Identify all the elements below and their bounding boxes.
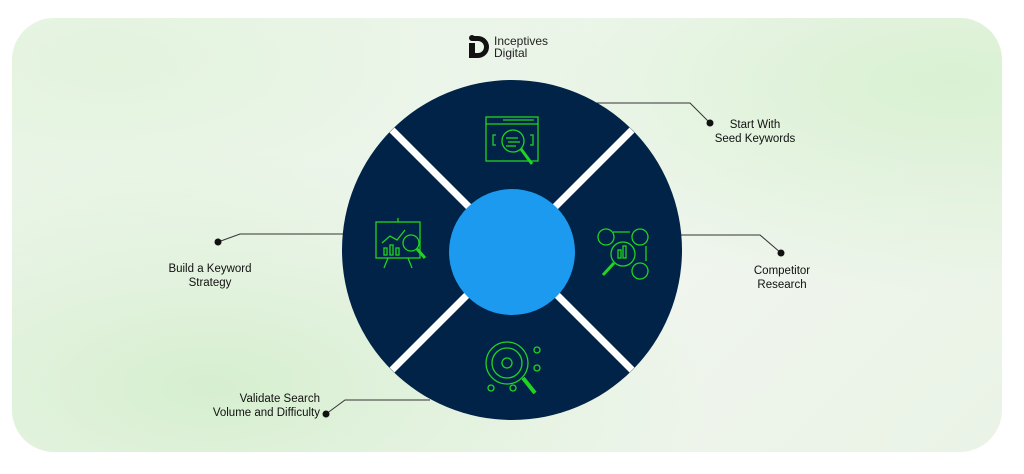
connectors: [217, 102, 782, 415]
connector-dot: [214, 238, 222, 246]
connector-seed: [590, 102, 711, 124]
logo-mark-icon: [469, 35, 489, 58]
presentation-chart-icon: [375, 218, 427, 269]
label-line: Volume and Difficulty: [212, 407, 320, 419]
brand-name-line2: Digital: [494, 46, 528, 60]
browser-search-icon: [485, 116, 539, 165]
label-line: Competitor: [753, 265, 811, 277]
users-analytics-search-icon: [597, 228, 649, 280]
connector-validate: [325, 399, 430, 415]
step-seed-keywords-label: Start With Seed Keywords: [700, 118, 810, 146]
step-keyword-strategy-label: Build a Keyword Strategy: [150, 262, 270, 290]
label-line: Validate Search: [239, 393, 320, 405]
brand-name-line1: Inceptives: [494, 34, 549, 48]
target-search-icon: [485, 341, 541, 395]
connector-dot: [322, 410, 330, 418]
connector-dot: [777, 249, 785, 257]
label-line: Strategy: [188, 277, 232, 289]
center-circle: [449, 189, 575, 315]
label-line: Build a Keyword: [168, 263, 252, 275]
step-competitor-research-label: Competitor Research: [730, 264, 834, 292]
connector-dot: [706, 119, 714, 127]
connector-strategy: [217, 233, 343, 243]
connector-competitor: [680, 234, 782, 254]
label-line: Research: [757, 279, 807, 291]
label-line: Start With: [729, 119, 781, 131]
brand-logo: Inceptives Digital: [468, 34, 548, 60]
step-validate-label: Validate Search Volume and Difficulty: [180, 392, 320, 420]
label-line: Seed Keywords: [714, 133, 796, 145]
